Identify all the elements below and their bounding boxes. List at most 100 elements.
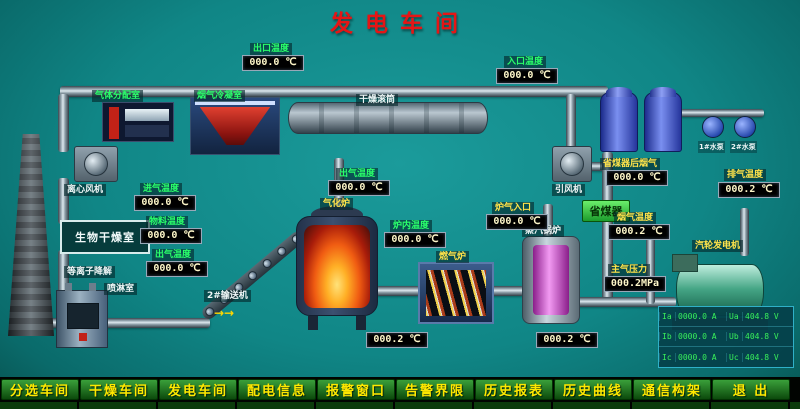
pipe [58,178,69,224]
gas-distribution-detail [109,107,119,139]
pipe [490,286,524,296]
gas-distribution-room [102,102,174,142]
water-pump-2 [734,116,756,138]
pipe [566,94,576,152]
bottom-menu-bar: 分选车间 干燥车间 发电车间 配电信息 报警窗口 告警界限 历史报表 历史曲线 … [0,377,800,409]
drying-drum-label: 干燥滚筒 [356,94,399,106]
table-cell: 0000.0 A [675,312,726,321]
menu-button-alarm-window[interactable]: 报警窗口 [317,379,395,400]
induced-draft-fan [552,146,592,182]
exhaust-temp-label: 排气温度 [724,169,767,181]
flue-after-eco-readout: 000.0 ℃ [606,170,668,186]
induced-fan-label: 引风机 [552,184,586,196]
hearth-temp-readout: 000.2 ℃ [366,332,428,348]
table-cell: Ub [726,332,742,341]
boiler-core [533,245,569,315]
page-title: 发电车间 [330,11,470,37]
menu-button-drying-workshop[interactable]: 干燥车间 [80,379,158,400]
table-cell: Ib [659,332,675,341]
spray-room-label: 喷淋室 [104,283,138,295]
tank-dome [650,87,676,97]
inlet-temp-readout: 000.0 ℃ [496,68,558,84]
water-tank-2 [644,87,682,152]
conveyor-roller [275,244,289,258]
bio-drying-room-label: 生物干燥室 [75,231,135,244]
centrifugal-fan [74,146,118,182]
gas-distribution-detail [125,125,169,137]
table-cell: 0000.0 A [675,332,726,341]
table-cell: 404.8 V [742,352,793,362]
water-tank-1 [600,87,638,152]
menu-button-sorting-workshop[interactable]: 分选车间 [1,379,79,400]
intake-temp-label: 进气温度 [140,183,183,195]
pipe [740,208,749,256]
tower-stub [89,283,96,291]
degradation-tower [56,283,108,348]
exhaust-temp-readout: 000.2 ℃ [718,182,780,198]
outlet-temp-label: 出口温度 [250,43,293,55]
bio-drying-room: 生物干燥室 [60,220,150,254]
gasifier-leg [308,316,318,330]
gasifier-body [296,216,378,316]
gasifier [296,206,378,330]
table-cell: Ia [659,312,675,321]
furnace-inlet-temp-readout: 000.0 ℃ [486,214,548,230]
menu-button-comm-structure[interactable]: 通信构架 [633,379,711,400]
gas-distribution-label: 气体分配室 [92,90,144,102]
flue-temp-readout: 000.2 ℃ [608,224,670,240]
flue-temp-label: 烟气温度 [614,212,657,224]
gas-distribution-detail [125,109,169,121]
conveyor-roller [261,256,274,270]
drying-drum [288,102,488,134]
table-cell: Uc [726,352,742,362]
table-row: Ic 0000.0 A Uc 404.8 V [659,347,793,367]
generator-data-table: Ia 0000.0 A Ua 404.8 V Ib 0000.0 A Ub 40… [658,306,794,368]
turbine-generator-label: 汽轮发电机 [692,240,744,252]
tank-dome [606,87,632,97]
pipe [543,204,553,240]
menu-button-power-workshop[interactable]: 发电车间 [159,379,237,400]
menu-lower-strip [0,402,800,409]
pipe [58,94,69,152]
menu-button-history-curve[interactable]: 历史曲线 [554,379,632,400]
pipe [646,230,655,304]
furnace-inner-temp-readout: 000.0 ℃ [384,232,446,248]
turbine-section [672,254,698,272]
flue-after-eco-label: 省煤器后烟气 [600,158,661,170]
pipe [58,250,69,294]
conveyor-roller [246,269,260,282]
boiler-bottom-temp-readout: 000.2 ℃ [536,332,598,348]
material-temp-readout: 000.0 ℃ [140,228,202,244]
gas-furnace-label: 燃气炉 [436,251,470,263]
inlet-temp-label: 入口温度 [504,56,547,68]
menu-button-alarm-limits[interactable]: 告警界限 [396,379,474,400]
conveyor-label: 2#输送机 [204,290,251,302]
furnace-inlet-temp-label: 炉气入口 [492,202,535,214]
gasifier-label: 气化炉 [320,198,354,210]
gas-furnace-screen [426,270,486,316]
gas-furnace [418,262,494,324]
menu-button-distribution-info[interactable]: 配电信息 [238,379,316,400]
table-cell: 0000.0 A [675,352,726,362]
pipe [680,109,764,117]
intake-temp-readout: 000.0 ℃ [134,195,196,211]
tower-stub [65,283,72,291]
steam-pressure-label: 主气压力 [608,264,651,276]
menu-button-exit[interactable]: 退 出 [712,379,790,400]
pipe [576,297,676,307]
fan-wheel-icon [560,152,584,176]
outgas-left-temp-label: 出气温度 [152,249,195,261]
gasifier-flame [304,225,370,308]
outgas-center-temp-label: 出气温度 [336,168,379,180]
smokestack [8,134,54,336]
outgas-left-temp-readout: 000.0 ℃ [146,261,208,277]
plasma-label: 等离子降解 [64,266,116,278]
menu-button-history-report[interactable]: 历史报表 [475,379,553,400]
condenser-label: 烟气冷凝室 [194,90,246,102]
tower-window [67,303,99,329]
water-pump-1 [702,116,724,138]
flue-gas-condenser [190,97,280,155]
material-temp-label: 物料温度 [146,216,189,228]
pipe [36,318,210,328]
